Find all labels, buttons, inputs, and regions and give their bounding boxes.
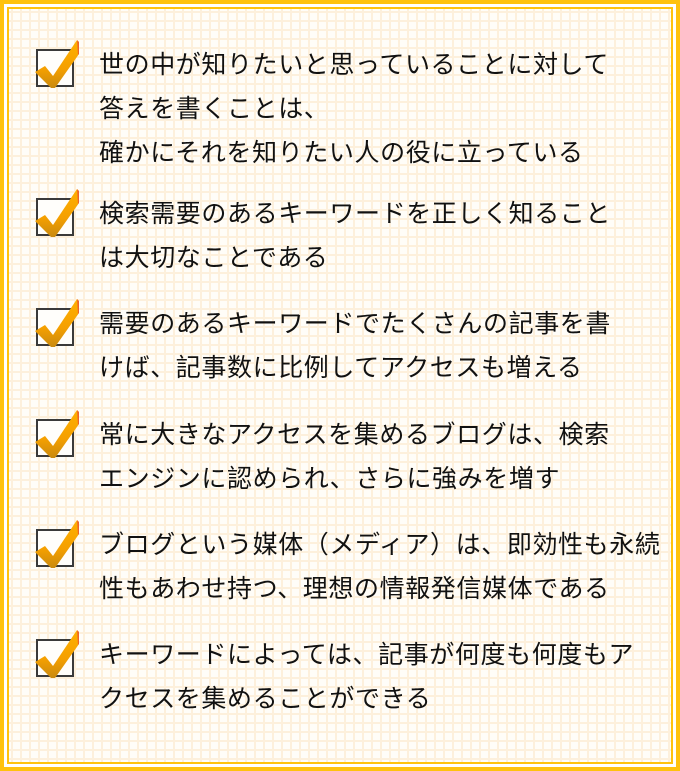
checklist-item: キーワードによっては、記事が何度も何度もア クセスを集めることができる bbox=[35, 630, 655, 721]
checkmark-icon bbox=[35, 299, 79, 347]
checklist-item: 常に大きなアクセスを集めるブログは、検索 エンジンに認められ、さらに強みを増す bbox=[35, 410, 655, 501]
item-text-line: 需要のあるキーワードでたくさんの記事を書 bbox=[99, 309, 612, 338]
checkmark-icon bbox=[35, 410, 79, 458]
item-text: 需要のあるキーワードでたくさんの記事を書 けば、記事数に比例してアクセスも増える bbox=[99, 302, 611, 390]
item-text-line: 常に大きなアクセスを集めるブログは、検索 bbox=[99, 420, 610, 449]
checkmark-icon bbox=[35, 630, 79, 678]
item-text-line: けば、記事数に比例してアクセスも増える bbox=[99, 353, 583, 382]
item-text-line: 確かにそれを知りたい人の役に立っている bbox=[99, 138, 584, 167]
item-text-line: クセスを集めることができる bbox=[99, 684, 432, 713]
item-text-line: エンジンに認められ、さらに強みを増す bbox=[99, 464, 561, 493]
checkbox bbox=[35, 40, 79, 88]
checkbox bbox=[35, 299, 79, 347]
checkmark-icon bbox=[35, 189, 79, 237]
checkbox bbox=[35, 410, 79, 458]
checklist-item: 需要のあるキーワードでたくさんの記事を書 けば、記事数に比例してアクセスも増える bbox=[35, 299, 655, 390]
checkbox bbox=[35, 520, 79, 568]
item-text-line: は大切なことである bbox=[99, 243, 329, 272]
item-text: 検索需要のあるキーワードを正しく知ること は大切なことである bbox=[99, 192, 611, 280]
item-text-line: 検索需要のあるキーワードを正しく知ること bbox=[99, 199, 612, 228]
item-text: 常に大きなアクセスを集めるブログは、検索 エンジンに認められ、さらに強みを増す bbox=[99, 413, 610, 501]
checkbox bbox=[35, 630, 79, 678]
item-text-line: 世の中が知りたいと思っていることに対して bbox=[99, 50, 610, 79]
item-text-line: キーワードによっては、記事が何度も何度もア bbox=[99, 640, 635, 669]
checklist-item: 世の中が知りたいと思っていることに対して 答えを書くことは、 確かにそれを知りた… bbox=[35, 40, 655, 175]
checklist-item: 検索需要のあるキーワードを正しく知ること は大切なことである bbox=[35, 189, 655, 280]
item-text: 世の中が知りたいと思っていることに対して 答えを書くことは、 確かにそれを知りた… bbox=[99, 43, 609, 175]
item-text-line: 性もあわせ持つ、理想の情報発信媒体である bbox=[99, 574, 610, 603]
item-text: ブログという媒体（メディア）は、即効性も永続 性もあわせ持つ、理想の情報発信媒体… bbox=[99, 523, 660, 611]
checkbox bbox=[35, 189, 79, 237]
checklist-item: ブログという媒体（メディア）は、即効性も永続 性もあわせ持つ、理想の情報発信媒体… bbox=[35, 520, 660, 611]
checkmark-icon bbox=[35, 520, 79, 568]
item-text: キーワードによっては、記事が何度も何度もア クセスを集めることができる bbox=[99, 633, 634, 721]
item-text-line: ブログという媒体（メディア）は、即効性も永続 bbox=[99, 530, 661, 559]
item-text-line: 答えを書くことは、 bbox=[99, 94, 330, 123]
checkmark-icon bbox=[35, 40, 79, 88]
grid-background bbox=[7, 7, 673, 764]
